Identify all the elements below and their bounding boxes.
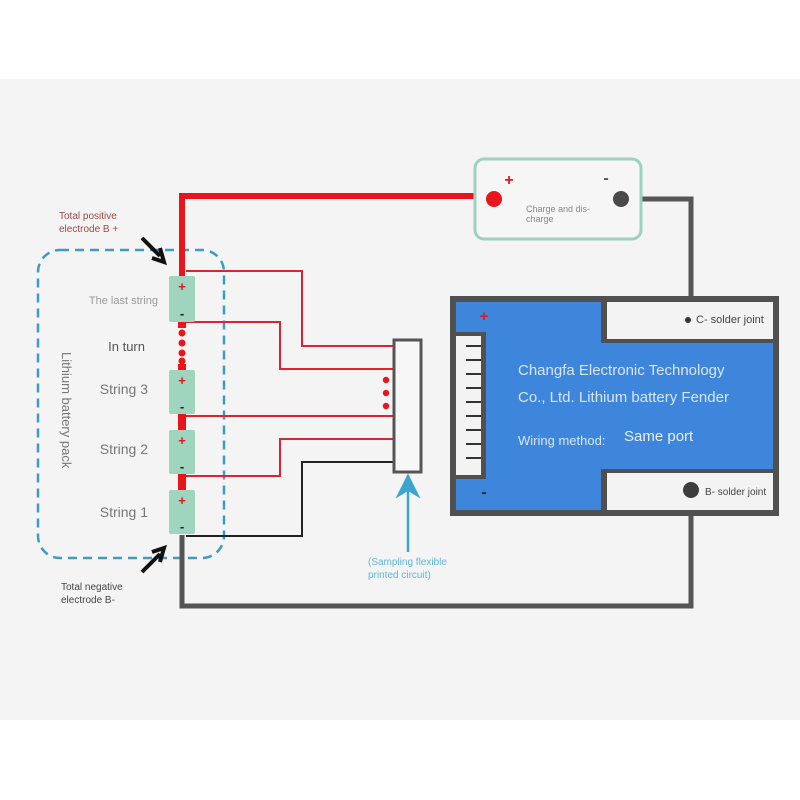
continuation-dot — [178, 349, 186, 357]
load-label-line2: charge — [526, 214, 554, 224]
cell-string-3: + - String 3 — [100, 370, 195, 414]
charge-discharge-load — [473, 157, 643, 241]
board-connector-slot — [456, 336, 481, 475]
cell-plus: + — [178, 279, 186, 294]
battery-cell-icon — [169, 430, 195, 474]
board-minus-sign: - — [482, 484, 487, 501]
wiring-method-label: Wiring method: — [518, 433, 605, 448]
cell-last-string: + - The last string — [89, 276, 195, 322]
cell-string-2: + - String 2 — [100, 430, 195, 474]
negative-pointer-arrow-icon — [140, 544, 167, 574]
total-negative-wire — [179, 490, 694, 609]
cell-link — [178, 322, 186, 328]
sampling-label-line1: (Sampling flexible — [368, 557, 447, 568]
cell-minus: - — [180, 399, 184, 414]
load-minus-sign: - — [603, 170, 608, 187]
cell-minus: - — [180, 459, 184, 474]
cell-label: The last string — [89, 295, 158, 307]
b-joint-label: B- solder joint — [705, 487, 766, 498]
load-negative-terminal — [613, 191, 629, 207]
total-negative-label-line1: Total negative — [61, 582, 123, 593]
board-body — [456, 302, 773, 510]
wiring-method-value: Same port — [624, 428, 694, 445]
board-company-line2: Co., Ltd. Lithium battery Fender — [518, 389, 729, 406]
total-positive-label-line2: electrode B + — [59, 224, 118, 235]
cell-plus: + — [178, 433, 186, 448]
battery-pack-label: Lithium battery pack — [59, 352, 74, 469]
sampling-label-line2: printed circuit) — [368, 570, 431, 581]
continuation-dot — [382, 389, 390, 397]
board-company-line1: Changfa Electronic Technology — [518, 362, 725, 379]
cell-plus: + — [178, 493, 186, 508]
battery-pack-outline — [36, 248, 226, 560]
board-plus-sign: + — [480, 308, 489, 325]
protection-board: + - Changfa Electronic Technology Co., L… — [450, 296, 779, 516]
sense-wire-2 — [186, 321, 394, 370]
b-solder-joint — [683, 482, 699, 498]
battery-cell-icon — [169, 490, 195, 534]
battery-cell-icon — [169, 276, 195, 322]
cell-link — [178, 364, 186, 370]
battery-cell-icon — [169, 370, 195, 414]
cell-minus: - — [180, 306, 184, 321]
cell-string-1: + - String 1 — [100, 490, 195, 534]
continuation-dot — [178, 357, 186, 365]
load-plus-sign: + — [504, 172, 513, 189]
sense-wire-4 — [186, 438, 394, 477]
cell-link — [178, 474, 186, 490]
continuation-dot — [382, 376, 390, 384]
continuation-dot — [178, 339, 186, 347]
cell-label: String 2 — [100, 441, 148, 457]
continuation-dot — [382, 402, 390, 410]
cell-minus: - — [180, 519, 184, 534]
in-turn-label: In turn — [108, 339, 145, 354]
total-positive-wire — [179, 193, 494, 280]
load-positive-terminal — [486, 191, 502, 207]
cell-link — [178, 414, 186, 430]
total-negative-label-line2: electrode B- — [61, 595, 115, 606]
c-solder-joint — [685, 317, 691, 323]
cell-label: String 3 — [100, 381, 148, 397]
continuation-dot — [178, 329, 186, 337]
cell-label: String 1 — [100, 504, 148, 520]
positive-pointer-arrow-icon — [140, 236, 167, 266]
load-negative-wire — [621, 196, 694, 322]
cell-plus: + — [178, 373, 186, 388]
sampling-fpc-connector — [392, 338, 423, 474]
sense-wire-1 — [186, 270, 394, 347]
c-joint-label: C- solder joint — [696, 314, 764, 326]
total-positive-label-line1: Total positive — [59, 211, 117, 222]
sense-wire-ground — [186, 461, 394, 537]
load-label-line1: Charge and dis- — [526, 204, 590, 214]
